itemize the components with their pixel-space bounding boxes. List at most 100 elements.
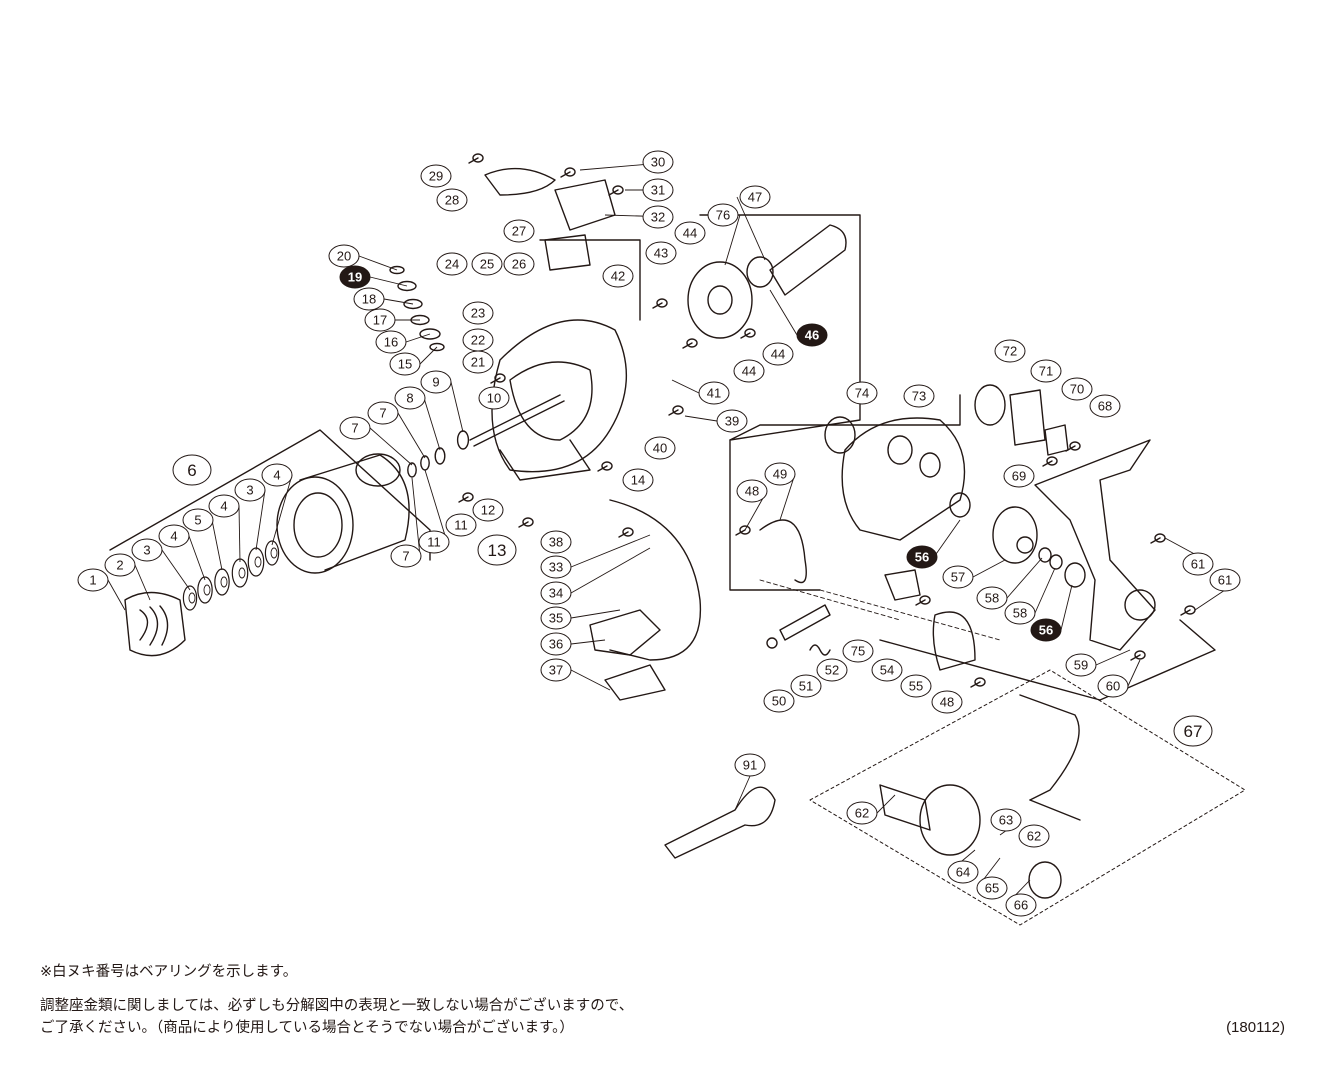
part-number: 7	[402, 549, 409, 564]
part-number: 16	[384, 335, 398, 350]
screw-head	[919, 595, 931, 605]
part-label-52: 52	[816, 658, 848, 682]
part-number: 18	[362, 292, 376, 307]
part-number: 55	[909, 679, 923, 694]
part-label-7: 7	[390, 544, 422, 568]
part-label-46-bearing: 46	[796, 323, 828, 347]
part-label-4: 4	[158, 524, 190, 548]
drive-gear	[992, 506, 1038, 564]
guide-box-handle	[809, 669, 1246, 926]
part-label-30: 30	[642, 150, 674, 174]
slider	[1009, 389, 1046, 446]
part-number: 75	[851, 644, 865, 659]
part-label-48: 48	[931, 690, 963, 714]
part-number: 63	[999, 813, 1013, 828]
part-number: 62	[1027, 829, 1041, 844]
bail-arm-cap	[484, 167, 556, 196]
knob-cap-66	[1028, 861, 1062, 899]
leader	[570, 639, 606, 645]
part-number: 24	[445, 257, 459, 272]
body-cover-bearing	[1124, 589, 1156, 621]
part-number: 37	[549, 663, 563, 678]
part-label-41: 41	[698, 381, 730, 405]
revision-code: (180112)	[1226, 1019, 1285, 1036]
leader	[255, 489, 266, 551]
part-number: 5	[194, 513, 201, 528]
leader	[671, 379, 700, 394]
idle-gear	[824, 416, 856, 454]
part-label-58: 58	[976, 586, 1008, 610]
drag-knob-grip	[139, 605, 169, 646]
drag-knob	[124, 591, 186, 657]
part-number: 42	[611, 269, 625, 284]
handle-shaft	[1029, 799, 1081, 821]
part-label-4: 4	[208, 494, 240, 518]
part-label-64: 64	[947, 860, 979, 884]
part-number: 44	[771, 347, 785, 362]
screw-head	[1069, 441, 1081, 451]
part-label-62: 62	[846, 801, 878, 825]
leader	[769, 289, 798, 336]
screw-head	[744, 328, 756, 338]
drive-bearing-56b	[1064, 562, 1086, 588]
part-label-3: 3	[234, 478, 266, 502]
part-number: 27	[512, 224, 526, 239]
part-number: 9	[432, 375, 439, 390]
part-number: 3	[246, 483, 253, 498]
bearing-ring	[429, 342, 445, 352]
part-number: 59	[1074, 658, 1088, 673]
part-label-55: 55	[900, 674, 932, 698]
part-label-44: 44	[674, 221, 706, 245]
part-number: 46	[805, 328, 819, 343]
bearing-ring	[419, 328, 441, 340]
part-number: 39	[725, 414, 739, 429]
part-label-56-bearing: 56	[1030, 618, 1062, 642]
leader	[450, 381, 464, 433]
screw-head	[462, 492, 474, 502]
leader	[107, 579, 126, 611]
leader	[736, 196, 766, 261]
part-number: 47	[748, 190, 762, 205]
part-label-27: 27	[503, 219, 535, 243]
leader	[1127, 659, 1141, 687]
screw-shank	[608, 189, 619, 196]
part-label-61: 61	[1182, 552, 1214, 576]
part-number: 34	[549, 586, 563, 601]
bearing-ring	[403, 298, 423, 310]
part-number: 17	[373, 313, 387, 328]
part-label-26: 26	[503, 252, 535, 276]
part-number: 6	[187, 461, 196, 480]
part-number: 8	[406, 391, 413, 406]
reel-body	[841, 417, 966, 541]
screw-shank	[1065, 445, 1076, 452]
part-label-14: 14	[622, 468, 654, 492]
part-label-28: 28	[436, 188, 468, 212]
screw-shank	[1180, 609, 1191, 616]
part-number: 50	[772, 694, 786, 709]
screw-head	[974, 677, 986, 687]
main-shaft	[469, 394, 561, 441]
rotor-arm	[499, 439, 591, 481]
leader	[271, 474, 293, 546]
body-port-a	[887, 435, 913, 465]
rotor-brake-ring	[759, 519, 807, 584]
spool-front-inner	[293, 492, 343, 558]
leader	[424, 469, 448, 543]
part-number: 14	[631, 473, 645, 488]
bail-arm-35	[589, 609, 661, 656]
drag-washer	[434, 447, 446, 465]
part-number: 68	[1098, 399, 1112, 414]
leader	[724, 214, 741, 266]
part-label-69: 69	[1003, 464, 1035, 488]
leader	[684, 415, 718, 422]
part-label-15: 15	[389, 352, 421, 376]
screw-head	[622, 527, 634, 537]
part-number: 64	[956, 865, 970, 880]
part-number: 11	[454, 518, 468, 533]
screw-head	[672, 405, 684, 415]
screw-shank	[1042, 460, 1053, 467]
washer-58b	[1049, 554, 1063, 570]
part-number: 69	[1012, 469, 1026, 484]
leader	[358, 255, 398, 271]
leader	[779, 473, 796, 521]
